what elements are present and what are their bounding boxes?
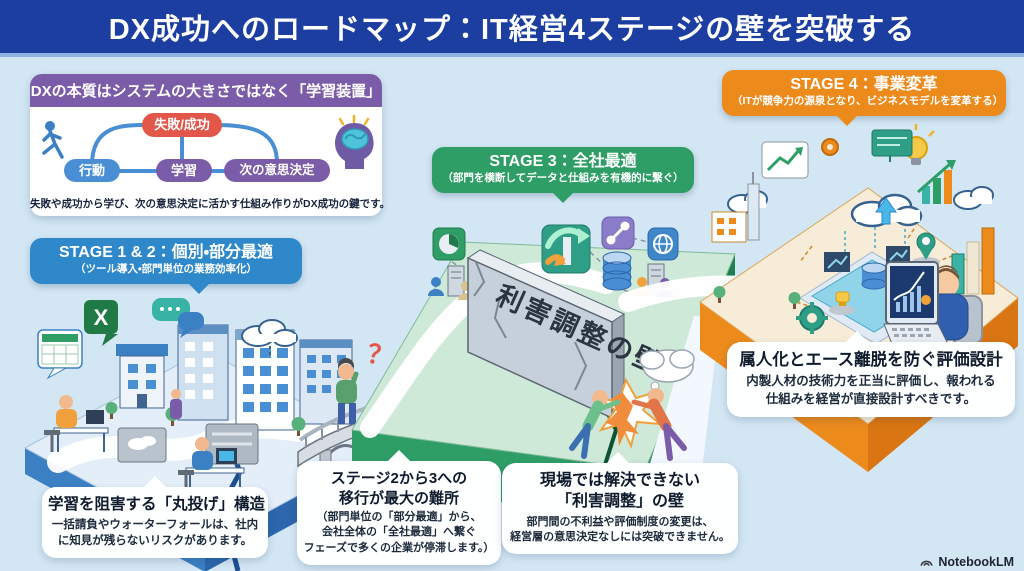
runner-icon [42, 121, 64, 159]
callout-transition-title: 移行が最大の難所 [338, 489, 459, 507]
callout-marunage-title: 学習を阻害する「丸投げ」構造 [48, 496, 266, 513]
link-icon [601, 216, 635, 250]
standing-person-icon [170, 389, 182, 419]
building-icon [711, 172, 760, 243]
callout-hyouka-title: 属人化とエース離脱を防ぐ評価設計 [739, 351, 1003, 369]
node-fail-success: 失敗/成功 [142, 113, 222, 137]
notebooklm-icon [920, 560, 933, 566]
spreadsheet-icon [37, 329, 83, 380]
bridge-person-icon [336, 358, 359, 424]
callout-hyouka: 属人化とエース離脱を防ぐ評価設計 内製人材の技術力を正当に評価し、報われる 仕組… [727, 342, 1015, 418]
growth-chart-icon [917, 160, 956, 204]
callout-marunage-body: 一括請負やウォーターフォールは、社内 [51, 519, 259, 532]
callout-rigai-title: 現場では解決できない [539, 472, 700, 489]
pushing-person-left [569, 390, 621, 459]
callout-transition-body: フェーズで多くの企業が停滞します。） [303, 541, 495, 554]
database-icon [602, 251, 632, 291]
callout-rigai-body: 部門間の不利益や評価制度の変更は、 [526, 515, 714, 528]
worker-stage4 [883, 261, 983, 345]
callout-transition-body: 会社全体の「全社最適」へ繋ぐ [322, 526, 476, 539]
stage4-subtitle: （ITが競争力の源泉となり、ビジネスモデルを変革する） [732, 95, 1004, 107]
callout-transition-title: ステージ2から3への [330, 470, 468, 487]
node-next-decision: 次の意思決定 [224, 159, 330, 182]
chart-card-icon [761, 141, 809, 179]
svg-text:X: X [94, 305, 109, 330]
stage12-title: STAGE 1 & 2：個別・部分最適 [58, 244, 274, 261]
callout-transition: ステージ2から3への 移行が最大の難所 （部門単位の「部分最適」から、 会社全体… [297, 461, 501, 566]
callout-transition-body: （部門単位の「部分最適」から、 [316, 511, 482, 523]
stage4-bubble: STAGE 4：事業変革 （ITが競争力の源泉となり、ビジネスモデルを変革する） [722, 70, 1006, 116]
callout-marunage-body: に知見が残らないリスクがあります。 [57, 535, 253, 548]
stage3-title: STAGE 3：全社最適 [489, 153, 637, 170]
stage12-bubble: STAGE 1 & 2：個別・部分最適 （ツール導入・部門単位の業務効率化） [30, 238, 302, 284]
stage3-bubble: STAGE 3：全社最適 （部門を横断してデータと仕組みを有機的に繋ぐ） [432, 147, 694, 193]
callout-marunage: 学習を阻害する「丸投げ」構造 一括請負やウォーターフォールは、社内 に知見が残ら… [42, 487, 268, 559]
learning-flow-diagram: 行動 学習 次の意思決定 失敗/成功 [30, 107, 382, 187]
learning-caption: 失敗や成功から学び、次の意思決定に活かす仕組み作りがDX成功の鍵です。 [30, 198, 391, 210]
brand-label: NotebookLM [938, 555, 1014, 569]
conflict-figures [569, 349, 695, 461]
callout-rigai-body: 経営層の意思決定なしには突破できません。 [510, 530, 730, 543]
desk-worker-icon [44, 395, 109, 452]
callout-hyouka-body: 内製人材の技術力を正当に評価し、報われる [746, 374, 996, 389]
building-icon [177, 324, 229, 421]
node-learning: 学習 [156, 159, 212, 182]
pushing-person-right [631, 388, 687, 461]
cloud-icon [241, 319, 298, 358]
page-title: DX成功へのロードマップ：IT経営4ステージの壁を突破する [108, 13, 916, 46]
globe-icon [647, 227, 679, 261]
learning-card-header: DXの本質はシステムの大きさではなく「学習装置」 [30, 74, 382, 107]
workflow-arrows-icon [541, 224, 591, 274]
stage12-subtitle: （ツール導入・部門単位の業務効率化） [74, 263, 258, 275]
chat-bubbles-icon [152, 298, 204, 338]
pie-chart-icon [432, 227, 466, 261]
stage3-subtitle: （部門を横断してデータと仕組みを有機的に繋ぐ） [442, 172, 684, 184]
callout-rigai-title: 「利害調整」の壁 [555, 492, 684, 510]
brand-mark: NotebookLM [919, 555, 1014, 569]
excel-icon: X [84, 300, 118, 346]
title-bar: DX成功へのロードマップ：IT経営4ステージの壁を突破する [0, 0, 1024, 57]
brain-icon [335, 114, 374, 169]
learning-card: DXの本質はシステムの大きさではなく「学習装置」 行動 学習 次の意思決定 失敗… [30, 74, 391, 216]
node-action: 行動 [64, 159, 120, 182]
gear-icon [796, 138, 839, 334]
building-icon [116, 344, 168, 409]
trophy-icon [829, 291, 855, 315]
dashboard-screen-icon [871, 129, 913, 162]
stage4-title: STAGE 4：事業変革 [790, 76, 938, 93]
cloud-upload-icon [850, 193, 923, 228]
callout-rigai: 現場では解決できない 「利害調整」の壁 部門間の不利益や評価制度の変更は、 経営… [502, 463, 738, 555]
location-pin-icon [912, 232, 940, 267]
callout-hyouka-body: 仕組みを経営が直接設計すべきです。 [765, 391, 977, 406]
